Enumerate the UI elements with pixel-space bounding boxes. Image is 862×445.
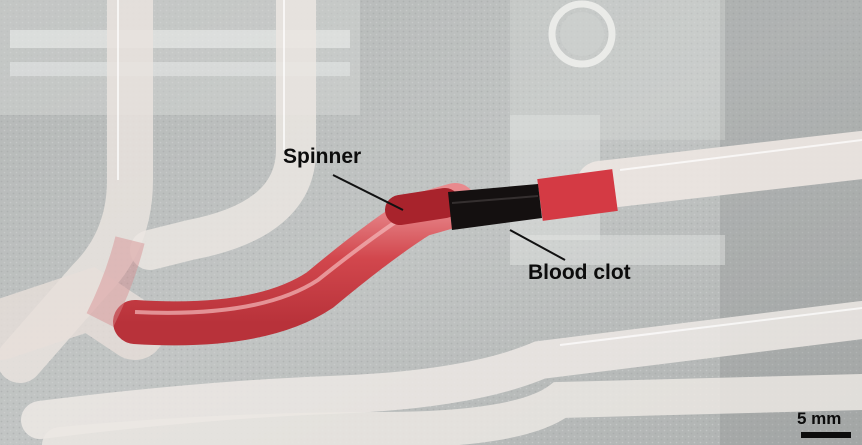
scale-bar <box>801 432 851 438</box>
blood-clot-label: Blood clot <box>528 261 631 284</box>
scale-bar-label: 5 mm <box>797 409 842 428</box>
spinner-leader-line <box>332 174 404 211</box>
blood-clot <box>448 184 542 230</box>
clot-leader-line <box>509 229 566 261</box>
blood-vessel <box>86 169 618 346</box>
spinner-label: Spinner <box>283 145 362 168</box>
spinner-device <box>385 188 460 225</box>
